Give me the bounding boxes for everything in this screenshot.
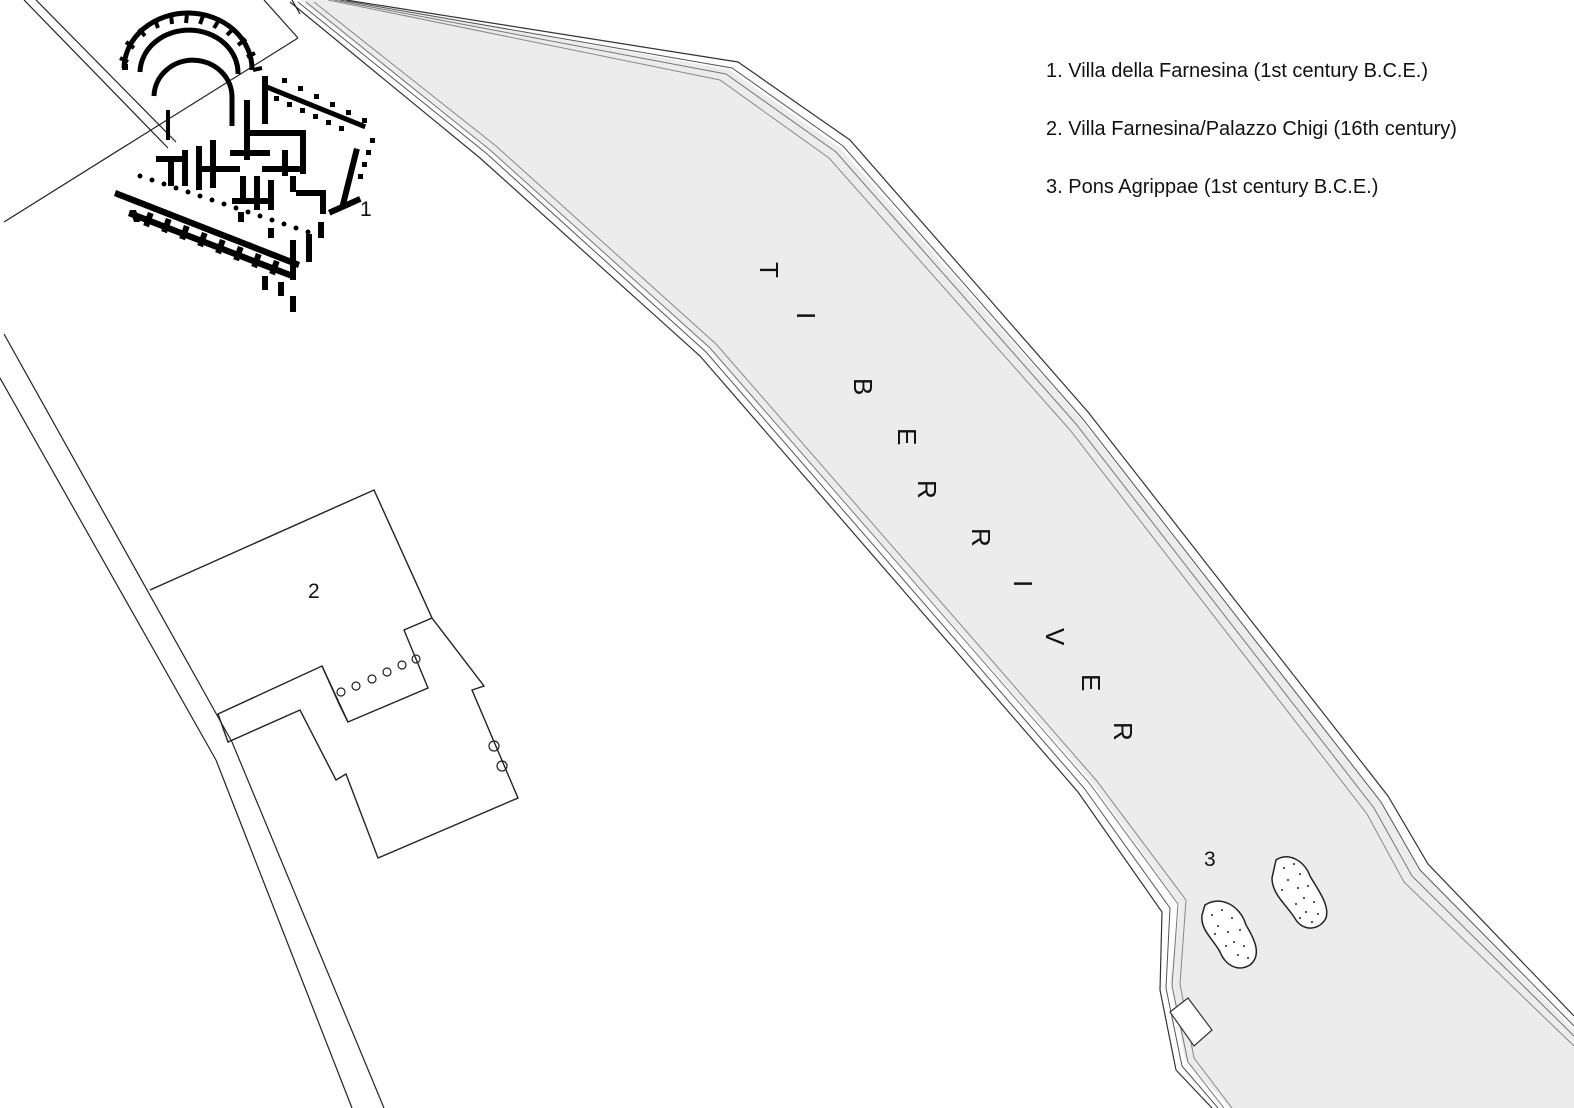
loggia-columns [336, 654, 508, 772]
bridge-pier-stipple [1211, 863, 1319, 959]
river-letter-5: R [912, 480, 942, 499]
river-letter-6: R [966, 528, 996, 547]
portico-dots [137, 173, 311, 235]
river-bank-left-2 [297, 1, 1219, 1108]
legend: 1. Villa della Farnesina (1st century B.… [1046, 54, 1457, 228]
bridge-piers [1201, 856, 1328, 969]
bank-structure [1169, 997, 1213, 1047]
top-road-1 [23, 0, 169, 149]
bridge-pier-2 [1271, 856, 1328, 929]
villa-chigi-inner [321, 665, 349, 723]
river-letter-7: I [1008, 580, 1038, 587]
road-line-1b [231, 741, 385, 1108]
legend-item-3: 3. Pons Agrippae (1st century B.C.E.) [1046, 176, 1379, 198]
peristyle-columns [274, 78, 375, 179]
road-line-2b [215, 759, 353, 1108]
bridge-pier-1 [1201, 900, 1258, 969]
river-letter-9: E [1076, 674, 1106, 691]
river-bank-right-2 [339, 0, 1574, 1027]
label-bridge: 3 [1204, 848, 1216, 871]
tiber-river: T I B E R R I V E R [289, 0, 1574, 1108]
river-bank-right-4 [327, 0, 1574, 1047]
river-bank-left-4 [313, 1, 1233, 1108]
property-line [263, 0, 299, 39]
river-bank-right-3 [333, 0, 1574, 1037]
villa-chigi-plan [149, 489, 519, 859]
property-line-2 [291, 0, 301, 15]
road-line-2 [0, 377, 217, 761]
river-bank-right-outer [345, 0, 1574, 1017]
roads [0, 0, 385, 1108]
legend-item-1: 1. Villa della Farnesina (1st century B.… [1046, 60, 1429, 82]
river-letter-4: E [892, 428, 922, 445]
room-row [114, 190, 324, 312]
road-line-1 [3, 333, 233, 743]
river-letter-2: I [791, 312, 821, 319]
river-water [300, 0, 1574, 1108]
villa-farnesina-roman-plan: 1 [114, 10, 375, 312]
river-letter-10: R [1108, 722, 1138, 741]
diagonal-line [3, 37, 299, 223]
river-bank-left-3 [305, 1, 1225, 1108]
river-label: T I B E R R I V E R [754, 262, 1138, 741]
river-letter-1: T [754, 262, 784, 278]
river-letter-8: V [1040, 628, 1070, 646]
river-bank-left-outer [289, 1, 1213, 1108]
label-villa-roman: 1 [360, 198, 372, 221]
villa-chigi-outline [149, 489, 519, 859]
legend-item-2: 2. Villa Farnesina/Palazzo Chigi (16th c… [1046, 118, 1457, 140]
river-letter-3: B [848, 378, 878, 395]
label-villa-chigi: 2 [308, 580, 320, 603]
top-road-2 [35, 0, 177, 143]
